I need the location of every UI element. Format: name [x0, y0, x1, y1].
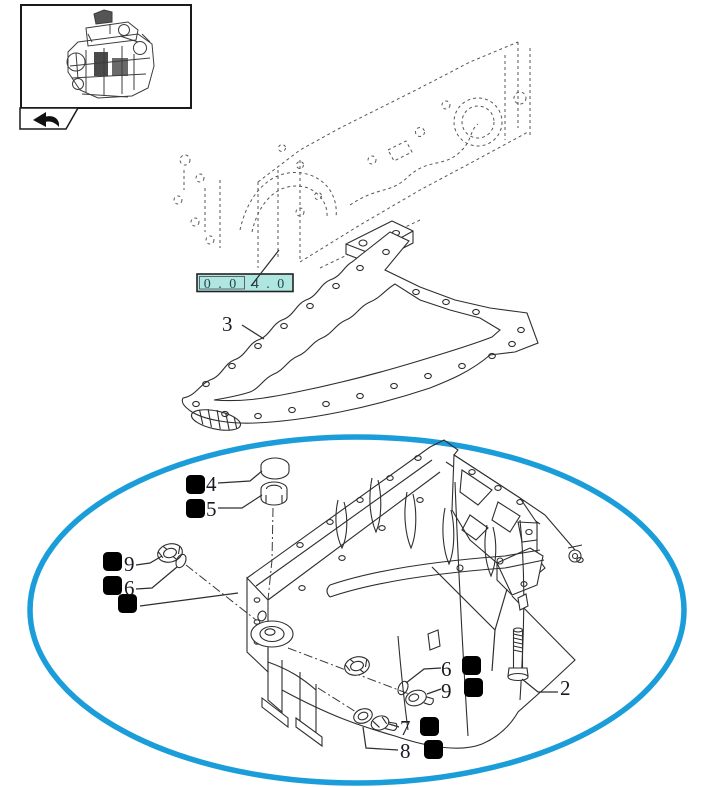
part-hotspot-icon-plug-bottom[interactable]: [464, 678, 483, 697]
oring-left-drawing: [175, 553, 187, 569]
oil-pan-gasket-drawing: [181, 231, 539, 431]
part-hotspot-icon-washer[interactable]: [420, 717, 439, 736]
plug-bottom-drawing: [405, 689, 434, 707]
bushing-part-drawing: [260, 481, 288, 506]
callout-nut-left: 9: [124, 552, 135, 576]
nut-left-drawing: [157, 543, 183, 563]
washer-drawing: [353, 708, 373, 724]
callout-bolt: 2: [560, 676, 571, 700]
leader-gasket: [241, 324, 265, 340]
callout-gasket: 3: [222, 312, 233, 336]
section-reference-label[interactable]: 0 . 0 4 . 0: [196, 249, 294, 293]
callout-bushing: 5: [206, 497, 217, 521]
oil-pan-drawing: [246, 439, 584, 749]
part-hotspot-icon-drain-plug[interactable]: [424, 740, 443, 759]
part-hotspot-icon-oring-bottom[interactable]: [462, 656, 481, 675]
nut-bottom-drawing: [344, 656, 370, 676]
highlight-ellipse: [27, 434, 687, 786]
cap-part-drawing: [260, 457, 290, 480]
part-hotspot-icon-oring-left[interactable]: [103, 576, 122, 595]
part-hotspot-icon-nut-left[interactable]: [103, 552, 122, 571]
assembly-axis-lines: [185, 507, 426, 723]
drain-plug-drawing: [370, 715, 398, 731]
mounting-construction-lines: [431, 566, 508, 672]
leader-reference-label: [250, 249, 280, 287]
callout-washer: 7: [400, 716, 411, 740]
callout-oring-bottom: 6: [441, 657, 452, 681]
callout-drain-plug: 8: [400, 739, 411, 763]
bolt-drawing: [507, 627, 529, 682]
part-hotspot-icon-bushing[interactable]: [186, 499, 205, 518]
reference-label-left: 0 . 0: [204, 277, 239, 292]
engine-thumbnail-drawing: [66, 9, 155, 99]
oring-bottom-drawing: [397, 680, 409, 696]
callout-plug-bottom: 9: [441, 679, 452, 703]
back-tab[interactable]: [19, 107, 80, 130]
part-hotspot-icon-cap[interactable]: [186, 475, 205, 494]
callout-oring-left: 6: [124, 576, 135, 600]
reference-label-right: 4 . 0: [252, 277, 287, 292]
engine-block-ghost-drawing: [173, 41, 531, 269]
callout-cap: 4: [206, 472, 217, 496]
callout-leaders: [135, 470, 558, 751]
back-arrow-icon: [33, 112, 59, 127]
engine-thumbnail-box[interactable]: [20, 4, 192, 109]
